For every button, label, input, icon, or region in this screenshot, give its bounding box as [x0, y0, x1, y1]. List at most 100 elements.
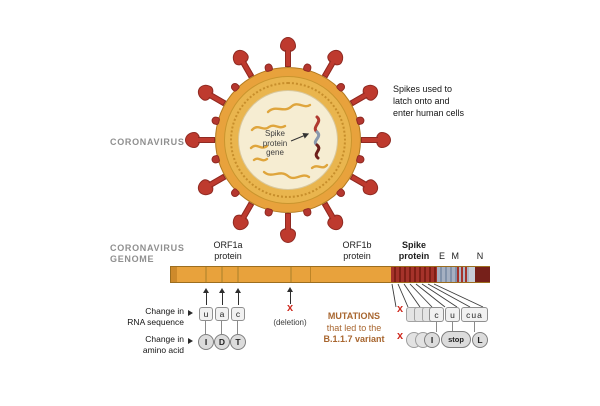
- spike-bulb: [376, 132, 391, 148]
- gene-label-line: protein: [262, 138, 288, 148]
- rna-letter-box: c: [429, 307, 444, 322]
- genome-segment-cap: [171, 267, 177, 282]
- virus-spike: [280, 37, 296, 67]
- spike-stem: [321, 201, 336, 220]
- mutations-note-line: B.1.1.7 variant: [323, 334, 385, 344]
- right-arrow-icon: [188, 310, 193, 316]
- spike-protein-gene-label: Spike protein gene: [247, 129, 303, 158]
- virus-illustration: Spike protein gene: [185, 37, 391, 243]
- spike-gene-strand: [313, 115, 321, 160]
- n-label: N: [476, 251, 484, 261]
- spike-stem: [349, 173, 368, 188]
- amino-acid-circle: I: [424, 332, 440, 348]
- spike-protein-label-line: protein: [398, 251, 430, 261]
- mutation-site-tick: [237, 267, 239, 282]
- rna-squiggles: [249, 103, 329, 180]
- amino-acid-circle: L: [472, 332, 488, 348]
- up-arrow-icon: [202, 288, 210, 305]
- orf1b-label: ORF1b protein: [325, 240, 389, 262]
- amino-acid-circle: T: [230, 334, 246, 350]
- gene-arrow-icon: [290, 133, 310, 142]
- virus-interior: [238, 90, 338, 190]
- genome-section-label-line: CORONAVIRUS: [110, 243, 185, 253]
- gene-label-line: gene: [266, 148, 284, 157]
- connector-line: [474, 322, 475, 332]
- rna-change-label: Change in RNA sequence: [96, 306, 184, 328]
- genome-segment-orf1b: [311, 267, 391, 282]
- orf1b-label-line: protein: [343, 251, 371, 261]
- spike-deletion-x-icon: x: [396, 330, 404, 342]
- genome-segment-spike: [391, 267, 437, 282]
- spike-stem: [349, 92, 368, 107]
- rna-change-label-line: RNA sequence: [127, 317, 184, 327]
- deletion-label: (deletion): [273, 318, 307, 327]
- genome-section-label: CORONAVIRUS GENOME: [110, 243, 185, 265]
- spike-stem: [285, 50, 291, 67]
- amino-acid-pill: stop: [441, 331, 471, 348]
- up-arrow-icon: [286, 287, 294, 304]
- virus-spike: [361, 132, 391, 148]
- mutations-note-line: that led to the: [326, 322, 382, 333]
- connector-line: [237, 321, 238, 334]
- spikes-note-line: enter human cells: [393, 108, 465, 118]
- membrane-nub-icon: [355, 154, 366, 165]
- mutation-site-tick: [221, 267, 223, 282]
- virus-spike: [280, 213, 296, 243]
- rna-letter-box: c: [231, 307, 245, 321]
- mutation-site-tick: [205, 267, 207, 282]
- spike-stem: [240, 201, 255, 220]
- connector-line: [205, 321, 206, 334]
- gene-label-line: Spike: [264, 129, 285, 138]
- orf1a-label-line: ORF1a: [213, 240, 243, 250]
- up-arrow-icon: [218, 288, 226, 305]
- genome-segment-n: [475, 267, 490, 282]
- virus-spike: [185, 132, 215, 148]
- rna-change-label-line: Change in: [145, 306, 184, 316]
- spikes-note: Spikes used to latch onto and enter huma…: [393, 83, 489, 119]
- amino-change-label-line: Change in: [145, 334, 184, 344]
- virus-membrane-protein-ring: [230, 82, 346, 198]
- spike-protein-label: Spike protein: [392, 240, 436, 262]
- mutations-note: MUTATIONS that led to the B.1.1.7 varian…: [312, 311, 396, 346]
- genome-bar: [170, 266, 490, 283]
- membrane-nub-icon: [302, 207, 313, 218]
- spike-protein-label-line: Spike: [401, 240, 426, 250]
- spike-mutation-connectors: [391, 283, 484, 308]
- spikes-note-line: latch onto and: [393, 96, 450, 106]
- amino-change-label-line: amino acid: [142, 345, 184, 355]
- genome-segment-em: [437, 267, 457, 282]
- orf1a-label: ORF1a protein: [196, 240, 260, 262]
- membrane-nub-icon: [263, 207, 274, 218]
- orf1b-label-line: ORF1b: [342, 240, 372, 250]
- up-arrow-icon: [234, 288, 242, 305]
- amino-acid-circle: I: [198, 334, 214, 350]
- spikes-note-line: Spikes used to: [393, 84, 453, 94]
- right-arrow-icon: [188, 338, 193, 344]
- spike-stem: [285, 213, 291, 230]
- membrane-nub-icon: [355, 115, 366, 126]
- rna-letter-box: cua: [461, 307, 488, 322]
- genome-segment-light: [469, 267, 475, 282]
- spike-bulb: [280, 228, 296, 243]
- mutation-site-tick: [290, 267, 292, 282]
- spike-deletion-x-icon: x: [396, 303, 404, 315]
- spike-stem: [361, 137, 378, 143]
- amino-change-label: Change in amino acid: [96, 334, 184, 356]
- deletion-x-icon: x: [286, 302, 294, 314]
- spike-stem: [198, 137, 215, 143]
- rna-letter-box: u: [199, 307, 213, 321]
- rna-letter-box: u: [445, 307, 460, 322]
- amino-acid-circle: D: [214, 334, 230, 350]
- connector-line: [221, 321, 222, 334]
- mutations-note-line: MUTATIONS: [327, 311, 381, 321]
- genome-section-label-line: GENOME: [110, 254, 155, 264]
- connector-line: [436, 322, 437, 332]
- connector-line: [452, 322, 453, 332]
- genome-segment-orf1a: [177, 267, 311, 282]
- orf1a-label-line: protein: [214, 251, 242, 261]
- em-label: E M: [438, 251, 461, 261]
- rna-strand: [249, 103, 329, 180]
- rna-letter-box: a: [215, 307, 229, 321]
- genome-segment-mixed: [457, 267, 469, 282]
